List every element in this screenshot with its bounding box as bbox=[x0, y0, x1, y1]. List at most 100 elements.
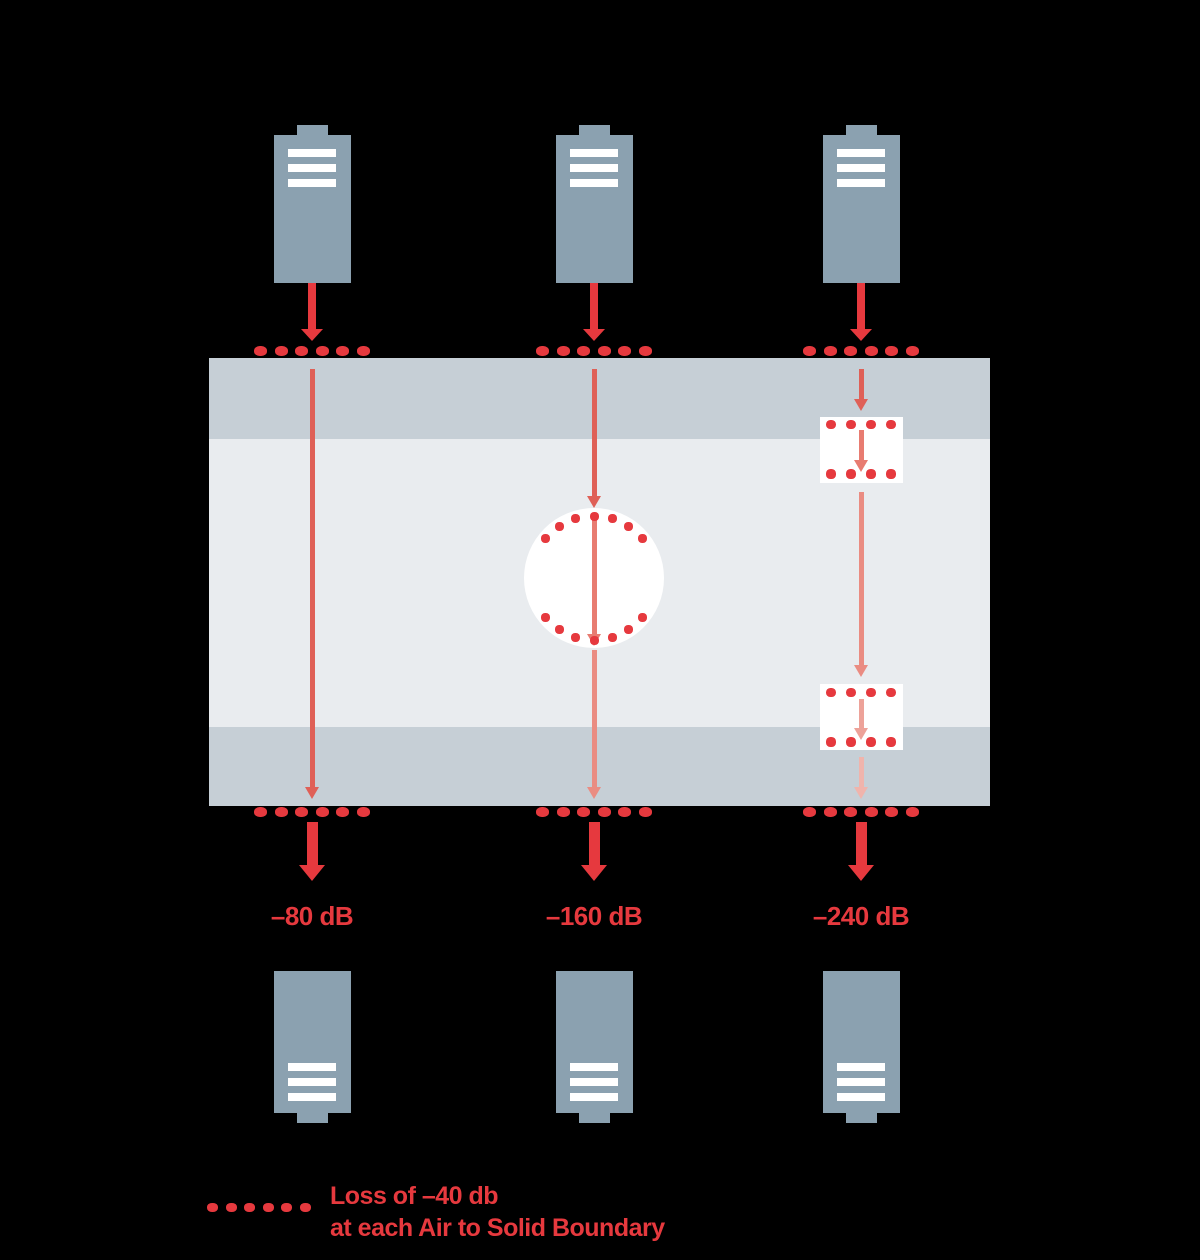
boundary-dot bbox=[638, 807, 652, 817]
attenuated-arrow-shaft bbox=[858, 430, 864, 460]
void-dot bbox=[637, 534, 647, 544]
void-dot bbox=[541, 534, 551, 544]
void-dot bbox=[624, 522, 634, 532]
boundary-dot bbox=[803, 346, 817, 356]
boundary-dot bbox=[885, 807, 899, 817]
transducer-stripe bbox=[570, 1093, 618, 1101]
boundary-dot bbox=[597, 346, 611, 356]
boundary-dot bbox=[536, 807, 550, 817]
boundary-dot bbox=[336, 807, 350, 817]
transducer-stripe bbox=[837, 1093, 885, 1101]
path3-db-label: –240 dB bbox=[812, 901, 910, 931]
transducer-bottom-1 bbox=[273, 971, 351, 1113]
legend-line-2: at each Air to Solid Boundary bbox=[330, 1214, 665, 1242]
boundary-dot bbox=[336, 346, 350, 356]
air-gap-dot bbox=[886, 419, 896, 430]
air-gap-dot bbox=[846, 737, 856, 747]
void-dot bbox=[589, 511, 599, 521]
attenuated-arrow-shaft bbox=[591, 516, 597, 634]
air-gap-dot bbox=[846, 419, 856, 430]
attenuated-arrow-shaft bbox=[858, 699, 864, 728]
transducer-top-nub bbox=[578, 125, 610, 135]
path1-db-label: –80 dB bbox=[270, 901, 354, 931]
boundary-dot bbox=[844, 807, 858, 817]
transducer-stripe bbox=[288, 149, 336, 157]
transducer-top-2 bbox=[555, 135, 633, 283]
boundary-dot bbox=[803, 807, 817, 817]
transducer-stripe bbox=[288, 1093, 336, 1101]
transducer-stripe bbox=[288, 1063, 336, 1071]
legend-dot bbox=[281, 1203, 292, 1212]
boundary-dot bbox=[295, 346, 309, 356]
attenuated-arrow-head bbox=[853, 665, 868, 677]
transducer-stripe bbox=[837, 1078, 885, 1086]
entry-arrow-shaft bbox=[590, 283, 598, 329]
air-gap-dot bbox=[866, 469, 876, 479]
boundary-dot bbox=[618, 807, 632, 817]
transducer-bottom-nub bbox=[296, 1113, 328, 1123]
transducer-stripe bbox=[288, 164, 336, 172]
transducer-stripe bbox=[288, 179, 336, 187]
attenuated-arrow-shaft bbox=[858, 492, 864, 665]
exit-arrow-head bbox=[581, 865, 607, 881]
legend-dot bbox=[299, 1203, 311, 1212]
void-dot bbox=[637, 612, 647, 622]
void-dot bbox=[571, 514, 581, 524]
air-gap-dot bbox=[826, 737, 836, 747]
boundary-dot bbox=[295, 807, 309, 817]
transducer-bottom-nub bbox=[845, 1113, 877, 1123]
air-gap-dot bbox=[826, 687, 836, 698]
entry-arrow-shaft bbox=[857, 283, 865, 329]
entry-arrow-head bbox=[583, 329, 605, 341]
boundary-dot bbox=[254, 346, 268, 356]
transducer-top-nub bbox=[845, 125, 877, 135]
legend-dot bbox=[225, 1203, 237, 1212]
attenuated-arrow-shaft bbox=[858, 369, 864, 399]
transducer-stripe bbox=[570, 1063, 618, 1071]
boundary-dot bbox=[356, 807, 370, 817]
boundary-dot bbox=[274, 807, 288, 817]
transducer-stripe bbox=[837, 149, 885, 157]
boundary-dot bbox=[597, 807, 611, 817]
legend-dot bbox=[262, 1203, 274, 1212]
attenuated-arrow-head bbox=[853, 787, 868, 799]
attenuated-arrow-head bbox=[853, 399, 868, 411]
boundary-dot bbox=[823, 346, 837, 356]
boundary-dot bbox=[864, 807, 878, 817]
legend-dot bbox=[207, 1203, 218, 1212]
air-gap-dot bbox=[886, 687, 896, 698]
entry-arrow-shaft bbox=[308, 283, 316, 329]
void-dot bbox=[607, 514, 617, 524]
exit-arrow-shaft bbox=[855, 822, 867, 865]
boundary-dot bbox=[315, 346, 329, 356]
attenuated-arrow-head bbox=[586, 787, 601, 799]
air-gap-dot bbox=[846, 687, 856, 698]
void-dot bbox=[571, 632, 581, 642]
exit-arrow-head bbox=[299, 865, 325, 881]
path2-db-label: –160 dB bbox=[545, 901, 643, 931]
exit-arrow-head bbox=[848, 865, 874, 881]
legend-caption: Loss of –40 db at each Air to Solid Boun… bbox=[330, 1180, 665, 1244]
air-gap-dot bbox=[866, 419, 876, 430]
transducer-stripe bbox=[570, 1078, 618, 1086]
boundary-dot bbox=[618, 346, 632, 356]
boundary-dot bbox=[356, 346, 370, 356]
transducer-stripe bbox=[837, 179, 885, 187]
void-dot bbox=[589, 635, 599, 645]
attenuated-arrow-head bbox=[304, 787, 319, 799]
exit-arrow-shaft bbox=[588, 822, 600, 865]
void-dot bbox=[541, 612, 551, 622]
transducer-stripe bbox=[570, 164, 618, 172]
boundary-dot bbox=[905, 807, 919, 817]
boundary-dot bbox=[823, 807, 837, 817]
transducer-bottom-2 bbox=[555, 971, 633, 1113]
air-gap-dot bbox=[886, 469, 896, 479]
boundary-dot bbox=[864, 346, 878, 356]
boundary-dot bbox=[254, 807, 268, 817]
transducer-top-3 bbox=[822, 135, 900, 283]
air-gap-dot bbox=[866, 737, 876, 747]
air-gap-dot bbox=[826, 469, 836, 479]
attenuated-arrow-head bbox=[853, 460, 868, 472]
transducer-bottom-3 bbox=[822, 971, 900, 1113]
